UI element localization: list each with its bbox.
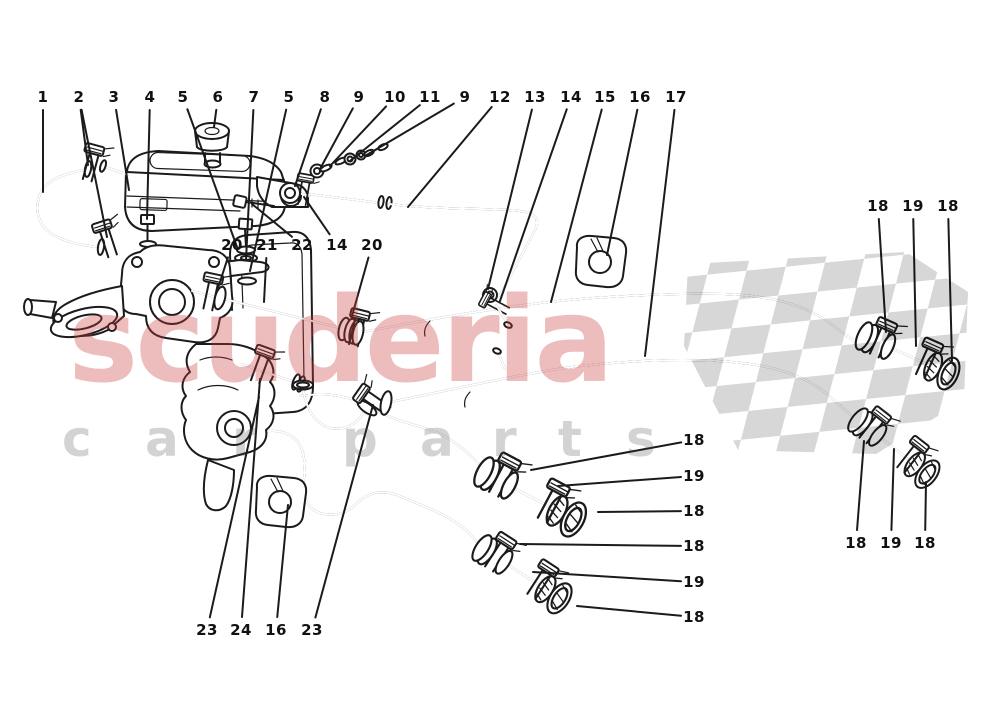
leader-line (557, 475, 683, 487)
leader-line (532, 571, 683, 583)
leader-line (146, 108, 151, 220)
leader-line (80, 108, 108, 238)
leader-line (550, 108, 603, 303)
leader-line (217, 256, 229, 289)
leader-line (351, 256, 370, 317)
leader-line (79, 108, 89, 166)
leader-line (186, 108, 238, 248)
leader-line (877, 217, 887, 333)
leader-line (499, 108, 568, 302)
leader-line (644, 108, 676, 357)
leader-line (263, 256, 268, 303)
leader-line (294, 108, 322, 187)
leader-line (303, 196, 331, 236)
leader-line (329, 105, 388, 167)
leader-line (519, 543, 683, 547)
leader-line (487, 108, 533, 290)
leader-line (319, 107, 354, 170)
leader-line (947, 217, 953, 362)
leader-line (856, 440, 865, 532)
leader-line (208, 396, 260, 619)
leader-line (349, 104, 421, 162)
leader-line (890, 448, 895, 532)
leader-line (276, 504, 289, 619)
leader-line (240, 378, 261, 619)
leader-line (314, 404, 374, 619)
leader-line (576, 605, 683, 617)
leader-line (249, 108, 288, 272)
leader-line (606, 108, 639, 256)
leader-line (251, 203, 293, 238)
leader-line (245, 108, 255, 261)
leader-line (912, 217, 917, 347)
leader-line (364, 102, 455, 157)
leader-line (213, 108, 218, 128)
leader-line (530, 441, 683, 471)
leader-line (597, 510, 683, 513)
leader-line (407, 105, 493, 208)
leader-line (115, 108, 130, 191)
leader-line (924, 481, 927, 532)
